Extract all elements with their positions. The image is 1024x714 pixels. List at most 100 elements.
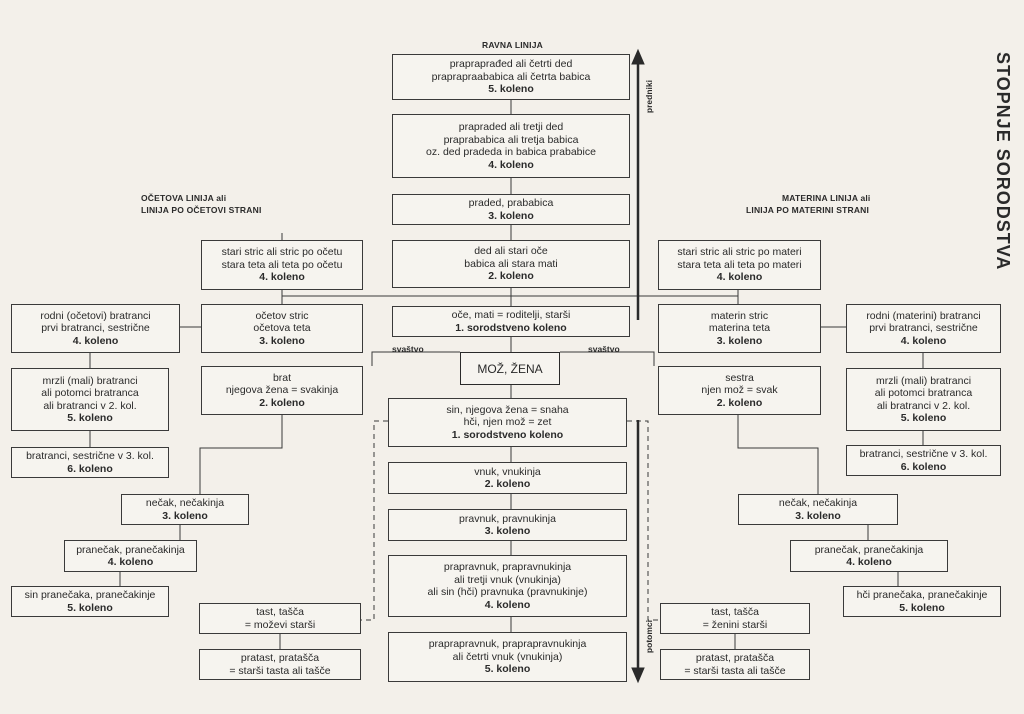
box-line: prapravnuk, prapravnukinja (443, 561, 572, 573)
koleno-label: 4. koleno (846, 556, 892, 568)
box-line: = moževi starši (244, 618, 316, 631)
ocetova-linija-label-2: LINIJA PO OČETOVI STRANI (141, 205, 262, 215)
box-line: stara teta ali teta po materi (677, 258, 802, 271)
box-line: mrzli (mali) bratranci (875, 374, 972, 387)
box-line: praprapravnuk, praprapravnukinja (428, 638, 587, 651)
box-line: ali bratranci v 2. kol. (876, 399, 971, 412)
box-line: praprapraababica ali četrta babica (431, 70, 591, 83)
koleno-label: 4. koleno (107, 556, 154, 568)
box-line: pranečak, pranečakinja (814, 543, 924, 556)
box-hci-pranecaka: hči pranečaka, pranečakinje 5. koleno (843, 586, 1001, 617)
box-1-koleno-potomec: sin, njegova žena = snaha hči, njen mož … (388, 398, 627, 447)
box-pranecak-left: pranečak, pranečakinja 4. koleno (64, 540, 197, 572)
koleno-label: 5. koleno (900, 412, 947, 424)
box-line: prapraded ali tretji ded (458, 121, 564, 133)
box-5-koleno-prednik: prapraprađed ali četrti ded praprapraaba… (392, 54, 630, 100)
box-2-koleno-potomec: vnuk, vnukinja 2. koleno (388, 462, 627, 494)
box-line: stari stric ali stric po materi (677, 246, 802, 259)
box-line: ali sin (hči) pravnuka (pravnukinje) (427, 586, 588, 598)
box-line: njen mož = svak (701, 384, 778, 397)
koleno-label: 4. koleno (259, 271, 305, 284)
materina-linija-label-2: LINIJA PO MATERINI STRANI (746, 205, 870, 215)
koleno-label: 3. koleno (162, 509, 208, 522)
potomci-label: potomci (644, 620, 654, 654)
box-stric-po-ocetu: stari stric ali stric po očetu stara tet… (201, 240, 363, 290)
box-line: materin stric (710, 309, 769, 322)
koleno-label: 3. koleno (795, 509, 841, 522)
box-necak-right: nečak, nečakinja 3. koleno (738, 494, 898, 525)
koleno-label: 5. koleno (67, 601, 113, 614)
box-line: sin pranečaka, pranečakinje (24, 589, 156, 601)
box-bratranci-3-kol-right: bratranci, sestrične v 3. kol. 6. koleno (846, 445, 1001, 476)
predniki-label: predniki (644, 80, 654, 114)
box-tast-left: tast, tašča = moževi starši (199, 603, 361, 634)
box-line: vnuk, vnukinja (474, 465, 541, 478)
box-line: nečak, nečakinja (778, 497, 858, 509)
box-line: ali četrti vnuk (vnukinja) (452, 650, 563, 663)
box-line: pratast, pratašča (695, 652, 775, 664)
koleno-label: 3. koleno (716, 334, 763, 347)
box-line: ded ali stari oče (474, 245, 548, 258)
box-line: rodni (materini) bratranci (866, 309, 981, 322)
box-line: nečak, nečakinja (145, 497, 225, 509)
koleno-label: 5. koleno (899, 601, 945, 614)
box-line: bratranci, sestrične v 3. kol. (26, 450, 154, 462)
box-3-koleno-potomec: pravnuk, pravnukinja 3. koleno (388, 509, 627, 541)
box-line: ali bratranci v 2. kol. (43, 399, 137, 412)
koleno-label: 5. koleno (488, 83, 534, 96)
koleno-label: 1. sorodstveno koleno (455, 321, 567, 334)
box-sin-pranecaka: sin pranečaka, pranečakinje 5. koleno (11, 586, 169, 617)
box-materin-stric: materin stric materina teta 3. koleno (658, 304, 821, 353)
box-mrzli-bratranci-left: mrzli (mali) bratranci ali potomci bratr… (11, 368, 169, 431)
ego-label: MOŽ, ŽENA (477, 361, 543, 376)
box-moz-zena: MOŽ, ŽENA (460, 352, 560, 385)
koleno-label: 2. koleno (716, 396, 763, 409)
box-line: ali tretji vnuk (vnukinja) (454, 573, 561, 586)
box-line: praded, prababica (468, 197, 554, 209)
box-line: oče, mati = roditelji, starši (451, 309, 571, 321)
box-line: tast, tašča (256, 606, 304, 618)
koleno-label: 4. koleno (900, 334, 947, 347)
koleno-label: 4. koleno (484, 598, 531, 611)
box-roditelji: oče, mati = roditelji, starši 1. sorodst… (392, 306, 630, 337)
box-line: materina teta (708, 322, 771, 335)
box-line: mrzli (mali) bratranci (42, 374, 138, 387)
box-line: sin, njegova žena = snaha (446, 403, 569, 416)
box-necak-left: nečak, nečakinja 3. koleno (121, 494, 249, 525)
box-line: hči, njen mož = zet (463, 416, 552, 429)
box-line: pranečak, pranečakinja (76, 543, 185, 556)
box-line: njegova žena = svakinja (225, 384, 339, 397)
box-line: oz. ded pradeda in babica prababice (426, 146, 596, 158)
box-line: ali potomci bratranca (874, 387, 973, 399)
box-line: ali potomci bratranca (41, 387, 139, 399)
box-bratranci-3-kol-left: bratranci, sestrične v 3. kol. 6. koleno (11, 447, 169, 478)
box-tast-right: tast, tašča = ženini starši (660, 603, 810, 634)
box-line: prvi bratranci, sestrične (41, 322, 150, 335)
koleno-label: 5. koleno (484, 663, 531, 676)
box-line: pratast, pratašča (240, 652, 320, 664)
koleno-label: 2. koleno (488, 270, 534, 283)
koleno-label: 3. koleno (484, 525, 531, 537)
box-line: brat (272, 371, 292, 384)
box-5-koleno-potomec: praprapravnuk, praprapravnukinja ali čet… (388, 632, 627, 682)
page-title: STOPNJE SORODSTVA (993, 52, 1013, 271)
box-pranecak-right: pranečak, pranečakinja 4. koleno (790, 540, 948, 572)
box-pratast-right: pratast, pratašča = starši tasta ali taš… (660, 649, 810, 680)
koleno-label: 1. sorodstveno koleno (451, 428, 564, 441)
box-pratast-left: pratast, pratašča = starši tasta ali taš… (199, 649, 361, 680)
box-line: babica ali stara mati (464, 257, 558, 270)
box-4-koleno-potomec: prapravnuk, prapravnukinja ali tretji vn… (388, 555, 627, 617)
box-line: hči pranečaka, pranečakinje (856, 589, 988, 601)
box-stric-po-materi: stari stric ali stric po materi stara te… (658, 240, 821, 290)
koleno-label: 5. koleno (67, 412, 113, 424)
box-line: stari stric ali stric po očetu (221, 246, 343, 259)
koleno-label: 4. koleno (716, 271, 763, 284)
box-line: stara teta ali teta po očetu (221, 258, 343, 271)
box-line: prapraprađed ali četrti ded (449, 58, 573, 71)
materina-linija-label-1: MATERINA LINIJA ali (782, 193, 871, 203)
koleno-label: 6. koleno (67, 462, 113, 475)
koleno-label: 3. koleno (488, 209, 534, 222)
box-sestra: sestra njen mož = svak 2. koleno (658, 366, 821, 415)
box-2-koleno-prednik: ded ali stari oče babica ali stara mati … (392, 240, 630, 288)
box-line: pravnuk, pravnukinja (459, 512, 556, 525)
